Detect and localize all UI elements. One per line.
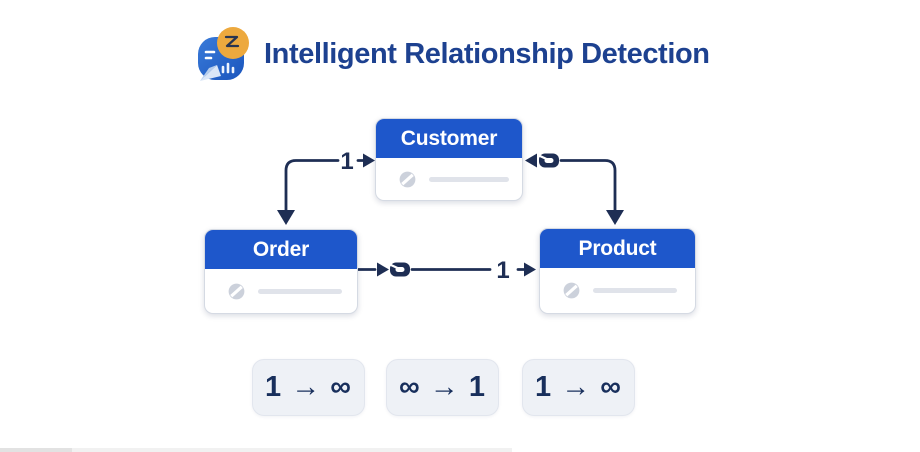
arrowhead-right bbox=[377, 262, 389, 277]
connector-order-product: 1 bbox=[355, 257, 536, 284]
entity-box-order: Order bbox=[204, 229, 358, 314]
arrowhead-down bbox=[277, 210, 295, 225]
cardinality-label: 1 bbox=[496, 257, 509, 284]
entity-body bbox=[540, 268, 695, 313]
key-icon bbox=[563, 282, 580, 299]
key-icon bbox=[228, 283, 245, 299]
connector-customer-product bbox=[525, 152, 624, 225]
cardinality-label: 1 bbox=[340, 148, 353, 175]
cardinality-badge: 1 → ∞ bbox=[252, 359, 365, 416]
cardinality-badge: ∞ → 1 bbox=[386, 359, 499, 416]
key-icon bbox=[399, 171, 416, 187]
entity-box-customer: Customer bbox=[375, 118, 523, 201]
field-placeholder bbox=[593, 288, 677, 293]
bottom-progress-strip bbox=[0, 448, 72, 452]
entity-box-product: Product bbox=[539, 228, 696, 314]
connector-customer-order: 1 bbox=[277, 148, 375, 225]
field-placeholder bbox=[258, 288, 342, 294]
bottom-progress-strip bbox=[72, 448, 512, 452]
entity-name: Customer bbox=[400, 126, 498, 150]
entity-header: Customer bbox=[376, 119, 522, 158]
cardinality-badge-text: ∞ → 1 bbox=[399, 371, 486, 403]
entity-header: Order bbox=[205, 230, 357, 269]
arrowhead-left bbox=[525, 153, 537, 168]
entity-name: Product bbox=[578, 236, 657, 260]
entity-name: Order bbox=[252, 237, 310, 261]
cardinality-badge: 1 → ∞ bbox=[522, 359, 635, 416]
page-title: Intelligent Relationship Detection bbox=[264, 37, 710, 70]
field-placeholder bbox=[429, 176, 509, 182]
arrowhead-right bbox=[363, 153, 375, 168]
entity-header: Product bbox=[540, 229, 695, 268]
cardinality-badge-text: 1 → ∞ bbox=[265, 371, 352, 403]
entity-body bbox=[205, 269, 357, 313]
arrowhead-right bbox=[524, 262, 536, 277]
cardinality-badge-text: 1 → ∞ bbox=[535, 371, 622, 403]
header: Intelligent Relationship Detection bbox=[196, 26, 710, 82]
arrowhead-down bbox=[606, 210, 624, 225]
entity-body bbox=[376, 158, 522, 200]
ai-chat-spark-icon bbox=[198, 27, 249, 81]
